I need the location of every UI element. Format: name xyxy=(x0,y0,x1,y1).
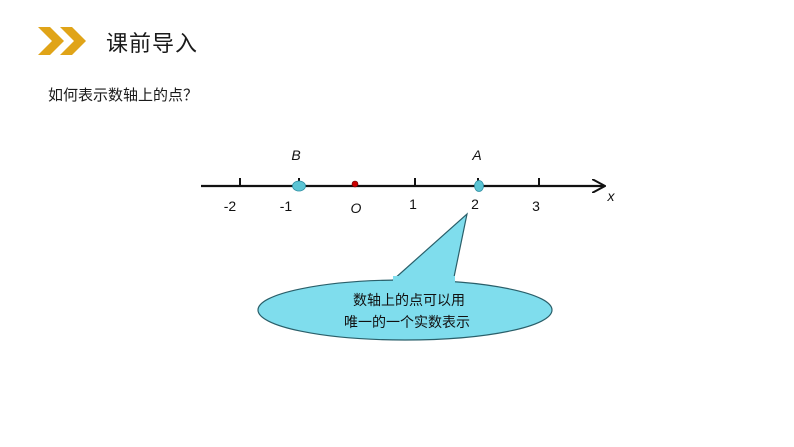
point-b xyxy=(292,180,306,192)
callout-line-1: 数轴上的点可以用 xyxy=(353,293,465,309)
point-a-label: A xyxy=(471,147,481,163)
origin-label: O xyxy=(351,200,362,216)
point-a xyxy=(474,180,484,192)
double-chevron-right-icon xyxy=(38,27,86,55)
axis-label: x xyxy=(607,188,616,204)
callout-line-2: 唯一的一个实数表示 xyxy=(344,315,470,331)
question-text: 如何表示数轴上的点？ xyxy=(48,86,199,104)
point-b-label: B xyxy=(291,147,300,163)
tick-label: 2 xyxy=(471,196,479,212)
callout-bubble xyxy=(392,212,468,283)
origin-point xyxy=(351,180,359,188)
callout-bubble-body xyxy=(257,279,553,341)
tick-label: -2 xyxy=(224,198,237,214)
callout-joint xyxy=(393,276,455,286)
tick-label: 3 xyxy=(532,198,540,214)
section-title: 课前导入 xyxy=(106,32,199,57)
tick-label: 1 xyxy=(409,196,417,212)
tick-label: -1 xyxy=(280,198,293,214)
